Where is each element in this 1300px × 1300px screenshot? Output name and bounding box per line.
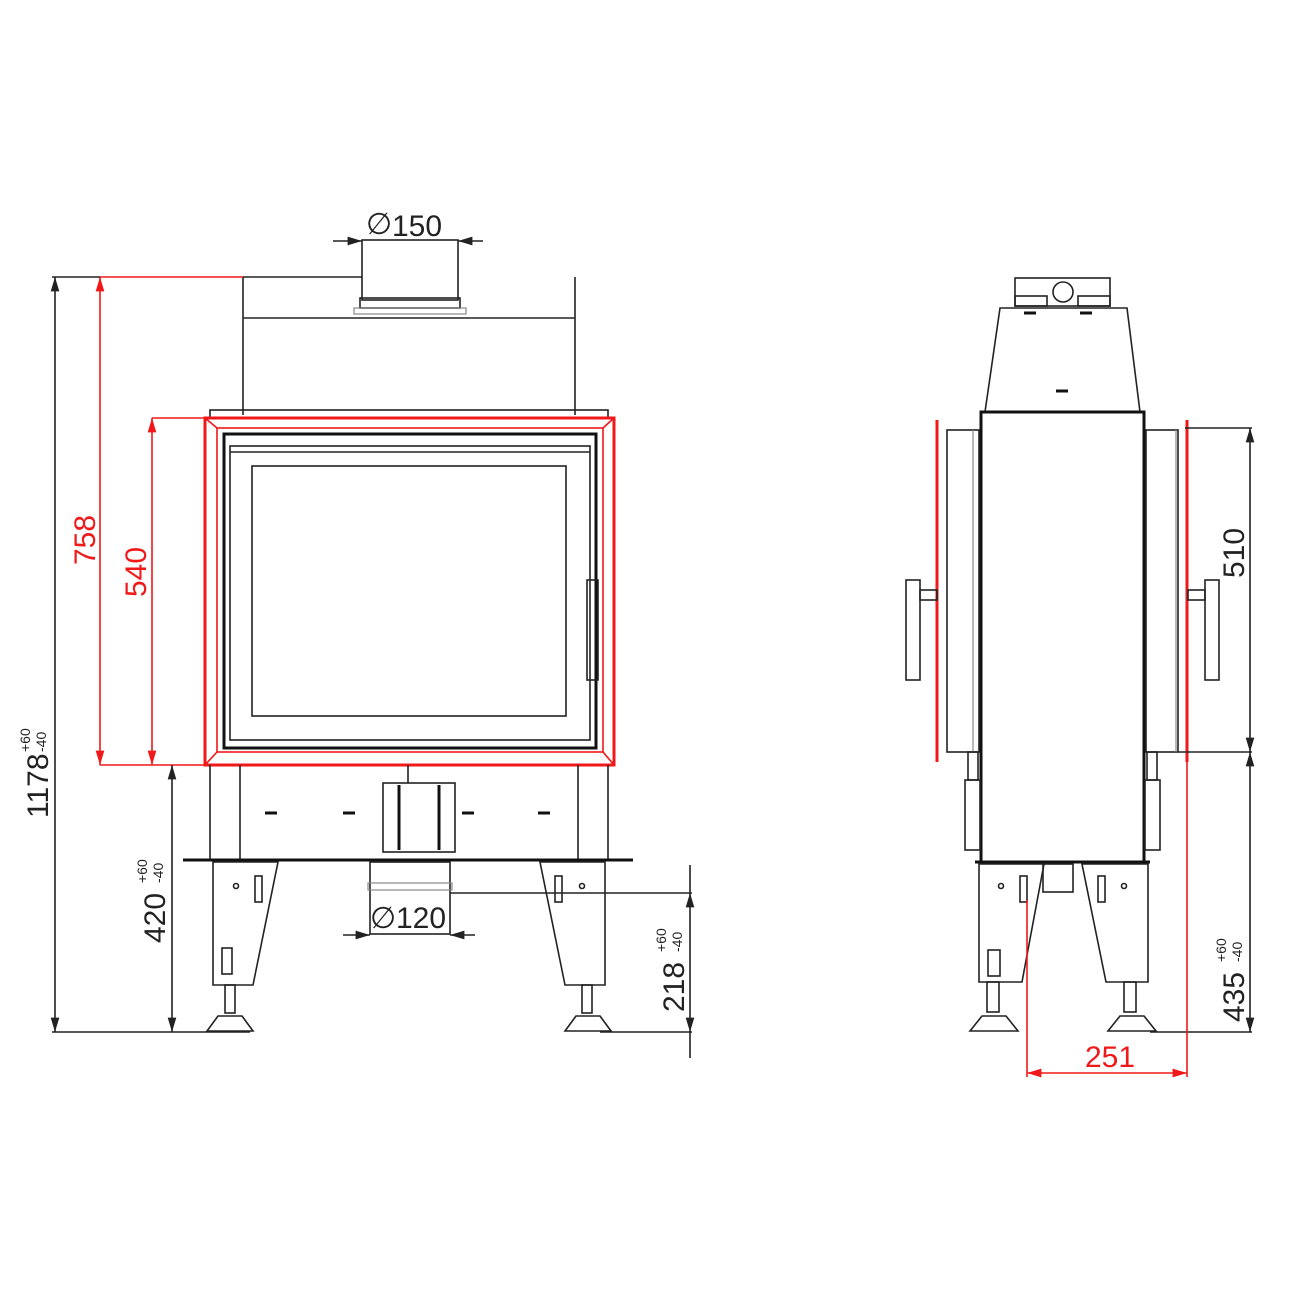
depth-label: 251	[1085, 1041, 1135, 1074]
overall-height-dimension: 1178 +60 -40	[17, 276, 250, 1033]
side-base-height-dimension: 435 +60 -40	[1150, 752, 1255, 1033]
lower-body	[183, 765, 633, 862]
lifting-eye	[1052, 281, 1074, 303]
outlet-height-label: 218	[658, 962, 691, 1012]
flue-collar-bottom: ∅ 120	[343, 861, 475, 940]
frame-height-dimension: 758	[69, 276, 243, 766]
side-glass-height-dimension: 510	[1178, 427, 1255, 753]
outlet-height-dimension: 218 +60 -40	[450, 865, 695, 1058]
tolerance-lower: -40	[669, 932, 685, 952]
side-legs	[968, 863, 1158, 1032]
front-frame-outline	[203, 416, 616, 767]
tolerance-lower: -40	[150, 863, 166, 883]
left-leg	[205, 861, 279, 1032]
side-body	[975, 410, 1150, 864]
flue-collar-top	[353, 239, 467, 315]
depth-dimension: 251	[1026, 762, 1188, 1078]
tolerance-upper: +60	[1213, 938, 1229, 962]
flue-bottom-label: 120	[396, 902, 446, 935]
diameter-symbol: ∅	[366, 208, 392, 241]
tolerance-lower: -40	[33, 732, 49, 752]
side-glass-height-label: 510	[1218, 528, 1251, 578]
side-view: 510 435 +60 -40 251	[905, 277, 1255, 1078]
tolerance-upper: +60	[134, 859, 150, 883]
side-handle-right	[1204, 579, 1220, 681]
base-height-dimension: 420 +60 -40	[134, 765, 177, 1032]
tolerance-lower: -40	[1229, 942, 1245, 962]
air-inlet-box	[382, 782, 456, 853]
door-height-label: 540	[120, 547, 153, 597]
tolerance-upper: +60	[17, 728, 33, 752]
frame-height-label: 758	[69, 515, 102, 565]
fireplace-door	[222, 432, 599, 750]
door-glass	[251, 465, 567, 717]
side-glass-left	[905, 420, 981, 851]
tolerance-upper: +60	[653, 928, 669, 952]
flue-top-label: 150	[392, 210, 442, 243]
side-base-height-label: 435	[1218, 972, 1251, 1022]
base-height-label: 420	[139, 893, 172, 943]
right-leg	[539, 861, 613, 1032]
side-hood	[984, 277, 1141, 413]
flue-top-dimension: ∅ 150	[333, 208, 483, 246]
front-view: ∅ 150	[17, 208, 695, 1058]
door-handle	[586, 579, 599, 681]
door-height-dimension: 540	[120, 417, 205, 765]
side-handle-left	[905, 579, 921, 681]
overall-height-label: 1178	[22, 753, 55, 818]
side-glass-right	[1144, 420, 1220, 851]
diameter-symbol: ∅	[370, 902, 396, 935]
